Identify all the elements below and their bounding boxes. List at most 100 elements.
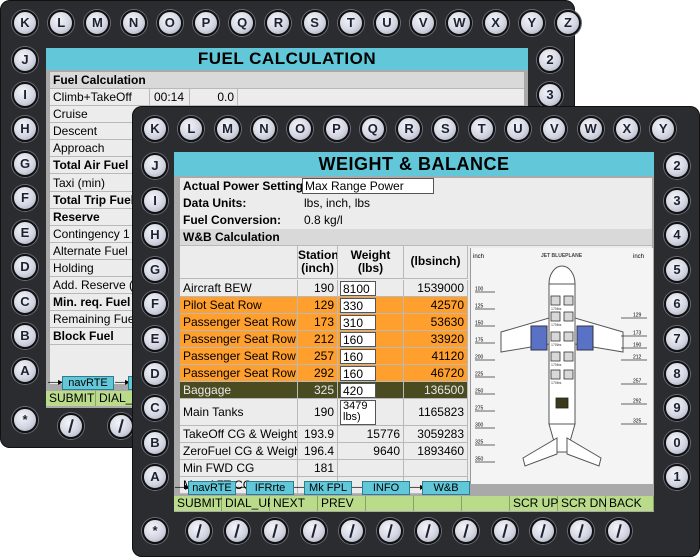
front-softkey[interactable] [414, 496, 462, 511]
front-key-star[interactable]: * [142, 518, 168, 544]
front-key-b[interactable]: B [142, 429, 168, 456]
front-key-i[interactable]: I [142, 187, 168, 214]
front-key-n[interactable]: N [250, 116, 277, 142]
front-key-o[interactable]: O [287, 116, 314, 142]
back-key-a[interactable]: A [12, 357, 38, 384]
front-blank-key[interactable] [415, 518, 442, 544]
front-nav-tab[interactable]: navRTE [188, 481, 236, 495]
front-key-f[interactable]: F [142, 291, 168, 318]
front-key-2[interactable]: 2 [664, 153, 690, 179]
front-key-s[interactable]: S [432, 116, 459, 142]
front-key-e[interactable]: E [142, 326, 168, 352]
front-softkey[interactable]: SUBMIT [174, 496, 222, 511]
front-nav-tab[interactable]: Mk FPL [304, 481, 352, 495]
back-key-o[interactable]: O [156, 10, 183, 36]
front-key-a[interactable]: A [142, 464, 168, 491]
wb-weight-input[interactable]: 420 [340, 383, 376, 398]
back-key-p[interactable]: P [193, 10, 219, 36]
front-key-7[interactable]: 7 [664, 326, 690, 352]
front-softkey[interactable]: SCR UP [510, 496, 558, 511]
back-key-z[interactable]: Z [555, 10, 581, 36]
front-key-r[interactable]: R [396, 116, 423, 142]
front-blank-key[interactable] [568, 518, 594, 544]
back-key-l[interactable]: L [48, 10, 75, 36]
front-key-q[interactable]: Q [359, 116, 386, 142]
front-key-c[interactable]: C [142, 395, 168, 422]
front-key-h[interactable]: H [142, 222, 168, 249]
back-blank-key[interactable] [58, 413, 84, 439]
front-softkey[interactable]: BACK [606, 496, 654, 511]
front-key-x[interactable]: X [613, 116, 640, 142]
back-key-2[interactable]: 2 [537, 47, 563, 73]
front-softkey[interactable] [366, 496, 414, 511]
power-setting-input[interactable]: Max Range Power [302, 178, 434, 194]
back-key-q[interactable]: Q [229, 10, 256, 36]
front-blank-key[interactable] [338, 518, 365, 544]
back-key-star[interactable]: * [12, 407, 38, 433]
back-key-3[interactable]: 3 [537, 81, 563, 108]
front-blank-key[interactable] [491, 518, 518, 544]
front-softkey[interactable] [462, 496, 510, 511]
back-key-m[interactable]: M [84, 10, 111, 36]
wb-weight-input[interactable]: 160 [340, 366, 376, 381]
front-softkey[interactable]: SCR DN [558, 496, 607, 511]
wb-weight-input[interactable]: 3479 lbs) [340, 400, 376, 425]
front-key-d[interactable]: D [142, 360, 168, 387]
front-key-3[interactable]: 3 [664, 187, 690, 214]
front-key-p[interactable]: P [323, 116, 350, 142]
back-key-f[interactable]: F [12, 185, 38, 211]
front-blank-key[interactable] [606, 518, 633, 544]
front-blank-key[interactable] [300, 518, 327, 544]
front-key-l[interactable]: L [178, 116, 205, 142]
back-key-v[interactable]: V [410, 10, 437, 36]
back-key-x[interactable]: X [482, 10, 509, 36]
wb-weight-input[interactable]: 330 [340, 298, 376, 313]
back-blank-key[interactable] [108, 413, 134, 439]
wb-weight-input[interactable]: 160 [340, 349, 376, 364]
front-key-w[interactable]: W [577, 116, 604, 142]
back-key-n[interactable]: N [120, 10, 147, 36]
back-key-c[interactable]: C [12, 288, 38, 315]
front-blank-key[interactable] [529, 518, 556, 544]
back-key-t[interactable]: T [337, 10, 364, 36]
back-key-i[interactable]: I [12, 81, 38, 108]
back-key-y[interactable]: Y [518, 10, 545, 36]
front-key-t[interactable]: T [468, 116, 495, 142]
front-key-9[interactable]: 9 [664, 395, 690, 422]
wb-weight-input[interactable]: 310 [340, 315, 376, 330]
back-softkey[interactable]: SUBMIT [46, 391, 96, 406]
back-key-j[interactable]: J [12, 47, 38, 73]
front-softkey[interactable]: DIAL_UP [222, 496, 275, 511]
front-key-k[interactable]: K [142, 116, 168, 142]
front-key-j[interactable]: J [142, 153, 168, 179]
front-nav-tab[interactable]: W&B [422, 481, 470, 495]
front-key-4[interactable]: 4 [664, 222, 690, 249]
front-key-y[interactable]: Y [650, 116, 677, 142]
front-blank-key[interactable] [377, 518, 403, 544]
front-key-1[interactable]: 1 [664, 464, 690, 491]
front-nav-tab[interactable]: INFO [362, 481, 410, 495]
back-key-s[interactable]: S [301, 10, 328, 36]
back-key-d[interactable]: D [12, 254, 38, 280]
front-key-5[interactable]: 5 [664, 256, 690, 283]
front-key-u[interactable]: U [505, 116, 531, 142]
back-key-k[interactable]: K [12, 10, 38, 36]
front-softkey[interactable]: NEXT [270, 496, 318, 511]
back-key-u[interactable]: U [374, 10, 400, 36]
front-blank-key[interactable] [224, 518, 251, 544]
back-key-e[interactable]: E [12, 219, 38, 246]
back-key-h[interactable]: H [12, 116, 38, 142]
back-key-b[interactable]: B [12, 323, 38, 349]
wb-weight-input[interactable]: 160 [340, 332, 376, 347]
front-key-g[interactable]: G [142, 256, 168, 283]
front-key-6[interactable]: 6 [664, 291, 690, 318]
front-key-8[interactable]: 8 [664, 360, 690, 387]
front-key-v[interactable]: V [541, 116, 568, 142]
back-key-g[interactable]: G [12, 150, 38, 177]
back-nav-tab[interactable]: navRTE [62, 376, 114, 390]
front-softkey[interactable]: PREV [318, 496, 366, 511]
front-blank-key[interactable] [186, 518, 212, 544]
front-blank-key[interactable] [262, 518, 289, 544]
back-key-r[interactable]: R [265, 10, 292, 36]
back-key-w[interactable]: W [446, 10, 473, 36]
